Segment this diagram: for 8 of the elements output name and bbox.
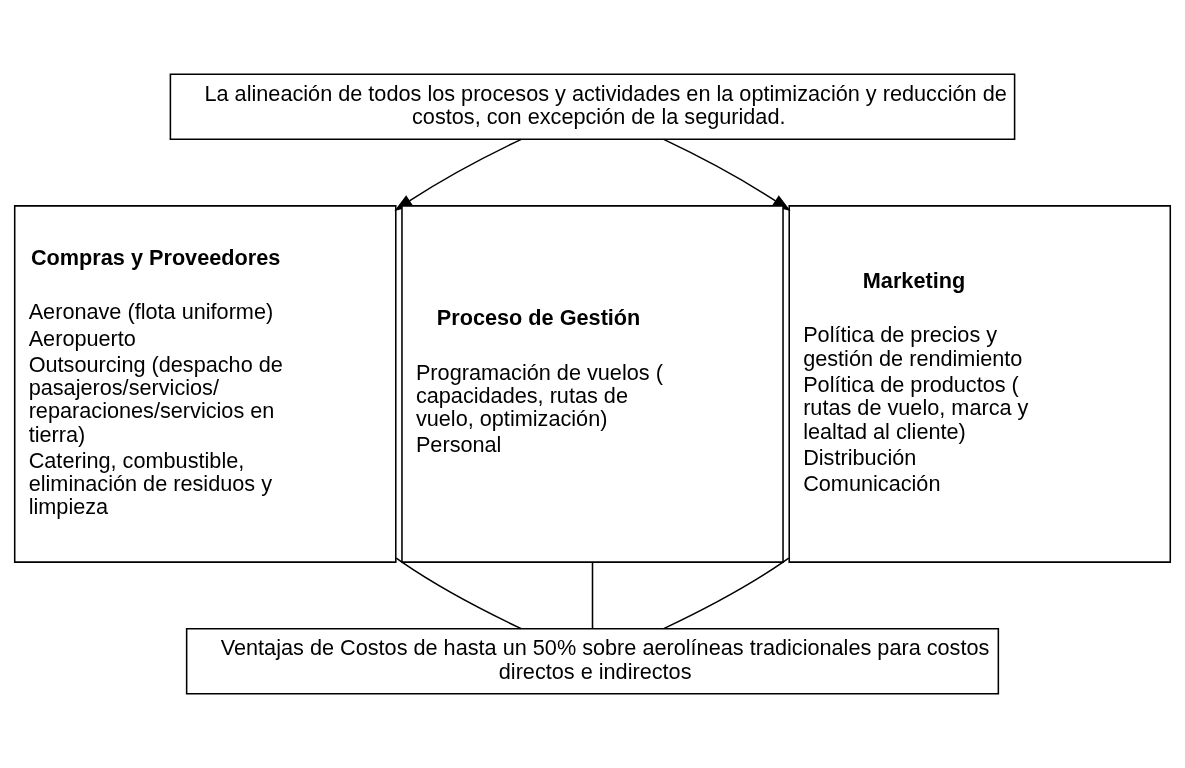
- node-box: Ventajas de Costos de hasta un 50% sobre aerolíneas tradicionales para costos directos e indirectos: [185, 627, 1000, 695]
- node-box: La alineación de todos los procesos y actividades en la optimización y reducción de costos, con excepción de la seguridad.: [169, 73, 1016, 141]
- node-box: Proceso de Gestión Programación de vuelos ( capacidades, rutas de vuelo, optimización) Personal: [401, 205, 784, 563]
- connector: [395, 557, 523, 630]
- connector: [591, 561, 594, 630]
- node-box: Marketing Política de precios y gestión de rendimiento Política de productos ( rutas de vuelo, marca y lealtad al cliente) Distribución Comunicación: [788, 205, 1172, 563]
- connector: [662, 557, 790, 630]
- node-box: Compras y Proveedores Aeronave (flota uniforme) Aeropuerto Outsourcing (despacho de pasajeros/servicios/ reparaciones/servicios en tierra) Catering, combustible, eliminación de residuos y limpieza: [13, 205, 397, 563]
